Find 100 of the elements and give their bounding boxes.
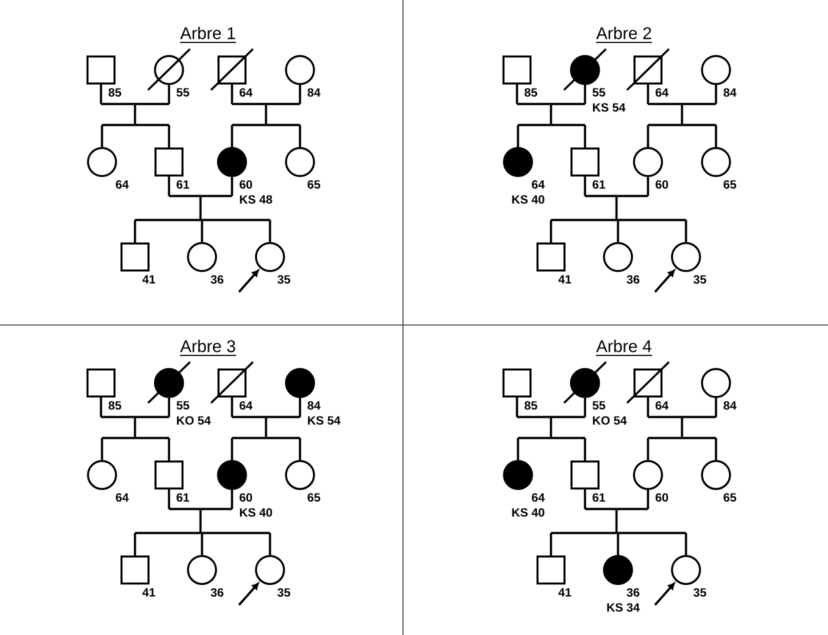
age-label: 36 [626,275,640,284]
age-label: 60 [240,180,252,189]
age-label: KS 40 [240,508,272,517]
age-label: 84 [724,401,736,410]
age-label: 41 [558,588,572,596]
age-label: 64 [116,180,129,189]
pedigree-circle [701,55,731,85]
age-label: 60 [656,493,668,502]
tree-title: Arbre 3 [180,340,236,356]
pedigree-circle [603,555,633,585]
pedigree-square [502,368,532,398]
age-label: 41 [558,275,572,284]
tree-title: Arbre 4 [596,340,652,356]
pedigree-line [134,490,272,556]
pedigree-circle [285,147,315,177]
pedigree-square [120,242,150,272]
age-label: 65 [724,180,736,189]
age-label: 60 [240,493,252,502]
pedigree-square [536,242,566,272]
age-label: 36 [210,275,224,284]
age-label: 84 [308,401,320,410]
pedigree-line [516,398,586,460]
pedigree-circle [671,242,701,272]
pedigree-circle [255,242,285,272]
pedigree-line [230,398,302,460]
age-label: 55 [176,401,190,410]
age-label: KS 54 [593,103,626,112]
pedigree-line [550,490,688,556]
age-label: 35 [278,588,290,597]
pedigree-line [100,398,170,460]
age-label: 84 [724,88,736,97]
age-label: 64 [116,493,129,502]
age-label: 61 [176,180,190,189]
age-label: 55 [592,401,606,410]
pedigree-square [536,556,566,584]
tree-title: Arbre 2 [596,26,652,44]
age-label: KS 48 [240,195,272,204]
age-label: KO 54 [593,416,627,425]
pedigree-circle [255,555,285,585]
pedigree-circle [285,55,315,85]
pedigree-circle [503,147,533,177]
age-label: 65 [308,493,320,502]
age-label: 55 [176,88,190,97]
pedigree-square [154,148,184,176]
age-label: 85 [524,88,538,97]
pedigree-line [646,84,718,147]
age-label: 64 [240,88,252,97]
age-label: 85 [524,401,538,410]
age-label: 41 [142,275,156,284]
age-label: 35 [693,275,706,284]
age-label: 64 [656,401,668,410]
age-label: 55 [592,88,606,97]
proband-arrow [654,270,675,293]
pedigree-square [86,56,116,84]
pedigree-circle [217,147,247,177]
age-label: 41 [142,588,156,596]
age-label: 61 [176,493,190,502]
age-label: KS 54 [308,416,340,425]
age-label: 65 [308,180,320,189]
age-label: 85 [108,88,122,97]
pedigree-line [550,176,688,242]
age-label: 36 [210,588,224,597]
age-label: 35 [693,588,706,597]
pedigree-square [86,368,116,398]
age-label: 35 [278,275,290,284]
tree-title: Arbre 1 [180,26,236,44]
age-label: 65 [724,493,736,502]
pedigree-circle [633,460,663,490]
proband-arrow [238,270,259,293]
pedigree-circle [187,555,217,585]
pedigree-square [502,56,532,84]
age-label: 64 [656,88,668,97]
age-label: 61 [592,180,606,189]
pedigree-circle [701,460,731,490]
age-label: 85 [108,401,122,410]
age-label: 36 [626,588,640,597]
age-label: 64 [532,180,545,189]
age-label: 61 [592,493,606,502]
pedigree-circle [701,368,731,398]
pedigree-square [120,556,150,584]
pedigree-circle [187,242,217,272]
pedigree-circle [285,460,315,490]
proband-arrow [238,582,259,606]
pedigree-square [154,460,184,490]
proband-arrow [654,582,675,606]
pedigree-circle [285,368,315,398]
age-label: KS 40 [512,508,544,517]
pedigree-circle [87,460,117,490]
pedigree-line [516,84,586,148]
pedigree-square [570,148,600,176]
pedigree-circle [671,555,701,585]
pedigree-circle [217,460,247,490]
pedigree-circle [633,147,663,177]
age-label: KO 54 [177,416,211,425]
pedigree-square [570,460,600,490]
age-label: 60 [656,180,668,189]
age-label: 84 [308,88,320,97]
age-label: KS 40 [512,195,544,204]
pedigree-circle [701,147,731,177]
pedigree-line [134,176,272,242]
